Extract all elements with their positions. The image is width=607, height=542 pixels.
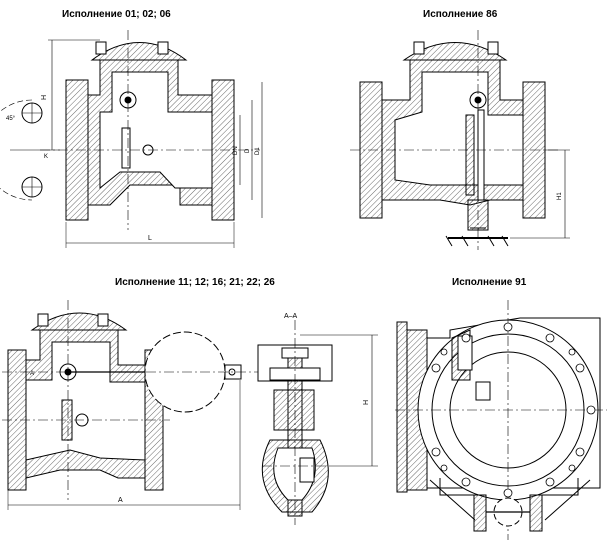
label-A: A bbox=[118, 497, 123, 504]
label-D: D bbox=[245, 148, 251, 153]
label-H1: H1 bbox=[557, 192, 563, 200]
caption-execution-11-12-16-21-22-26: Исполнение 11; 12; 16; 21; 22; 26 bbox=[115, 277, 275, 288]
drawing-execution-11-12-16-21-22-26: A А–А A H bbox=[2, 300, 378, 525]
drawing-execution-86: H1 bbox=[350, 30, 570, 250]
label-L: L bbox=[148, 235, 152, 242]
label-small-A: A bbox=[30, 371, 34, 377]
label-angle: 45° bbox=[6, 116, 16, 122]
label-H-section: H bbox=[363, 400, 370, 405]
label-D1: D1 bbox=[255, 147, 261, 155]
label-K: K bbox=[44, 154, 48, 160]
label-H: H bbox=[41, 95, 48, 100]
flange-bolt-holes bbox=[431, 322, 596, 498]
drawing-execution-01-02-06: H L DN D D1 K 45° bbox=[0, 30, 263, 248]
caption-execution-86: Исполнение 86 bbox=[423, 9, 498, 20]
label-section-AA: А–А bbox=[284, 313, 298, 320]
caption-execution-91: Исполнение 91 bbox=[452, 277, 527, 288]
caption-execution-01-02-06: Исполнение 01; 02; 06 bbox=[62, 9, 171, 20]
drawing-execution-91 bbox=[395, 300, 607, 540]
label-DN: DN bbox=[233, 146, 239, 155]
